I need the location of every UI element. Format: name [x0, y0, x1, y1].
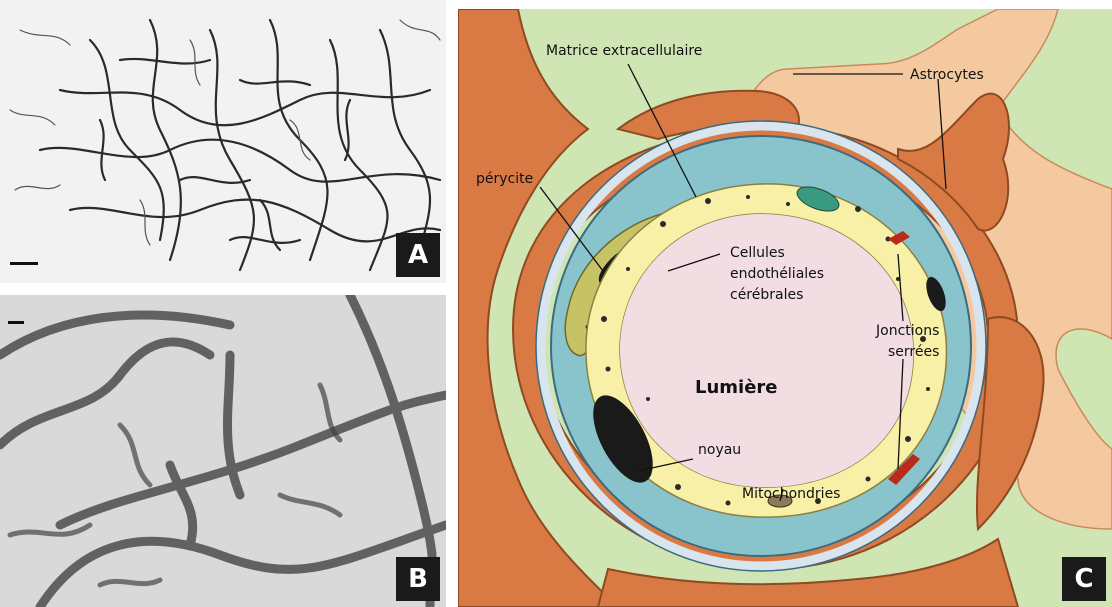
label-junctions-2: serrées: [888, 343, 939, 361]
label-astrocytes: Astrocytes: [910, 66, 984, 84]
capillary-network-dense: [0, 0, 446, 283]
label-nucleus: noyau: [698, 441, 741, 459]
label-matrix: Matrice extracellulaire: [546, 42, 702, 60]
capillary-network-magnified: [0, 295, 446, 607]
capillary-schematic: [458, 9, 1112, 607]
capillary-cross-section-diagram: Matrice extracellulaire Astrocytes péryc…: [458, 9, 1112, 607]
label-endothelial-2: endothéliales: [730, 265, 824, 283]
panel-letter-b: B: [396, 557, 440, 601]
label-junctions-1: Jonctions: [876, 322, 939, 340]
label-endothelial-1: Cellules: [730, 244, 785, 262]
panel-letter-c: C: [1062, 557, 1106, 601]
label-pericyte: pérycite: [476, 170, 533, 188]
label-endothelial-3: cérébrales: [730, 286, 803, 304]
micrograph-panel-a: A: [0, 0, 446, 283]
panel-letter-a: A: [396, 233, 440, 277]
micrograph-panel-b: B: [0, 295, 446, 607]
label-mitochondria: Mitochondries: [742, 485, 840, 503]
label-lumen: Lumière: [695, 379, 778, 397]
